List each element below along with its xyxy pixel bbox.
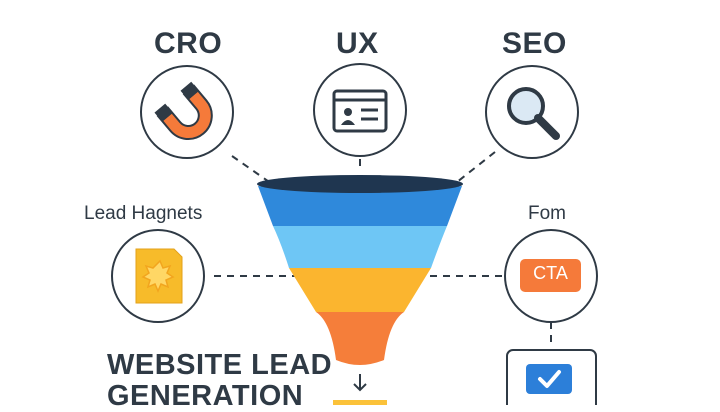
output-bar <box>333 400 387 405</box>
profile-card-icon <box>332 89 388 133</box>
magnet-icon <box>154 81 213 140</box>
funnel-layer-lightblue <box>273 226 447 268</box>
arrow-down-icon <box>353 374 367 392</box>
cta-button-icon <box>520 259 581 292</box>
funnel-layer-blue <box>258 186 462 226</box>
seo-label: SEO <box>502 27 567 60</box>
document-star-icon <box>135 248 183 304</box>
funnel-rim <box>257 175 463 193</box>
checkbox-icon <box>526 364 572 394</box>
ux-icon-circle <box>313 63 407 157</box>
form-label: Fom <box>528 203 566 224</box>
lead-magnets-label: Lead Hagnets <box>84 203 203 224</box>
funnel-layer-yellow <box>289 268 431 312</box>
lead-magnets-icon-circle <box>111 229 205 323</box>
connector-seo <box>451 151 496 187</box>
cro-icon-circle <box>140 65 234 159</box>
funnel <box>257 175 463 365</box>
title-line-1: WEBSITE LEAD <box>107 349 333 381</box>
magnifier-icon <box>507 87 560 140</box>
cro-label: CRO <box>154 27 223 60</box>
form-icon-circle <box>504 229 598 323</box>
funnel-layer-orange <box>316 312 404 365</box>
cta-label: CTA <box>533 263 568 283</box>
checkbox-card <box>506 349 597 405</box>
seo-icon-circle <box>485 65 579 159</box>
ux-label: UX <box>336 27 379 60</box>
